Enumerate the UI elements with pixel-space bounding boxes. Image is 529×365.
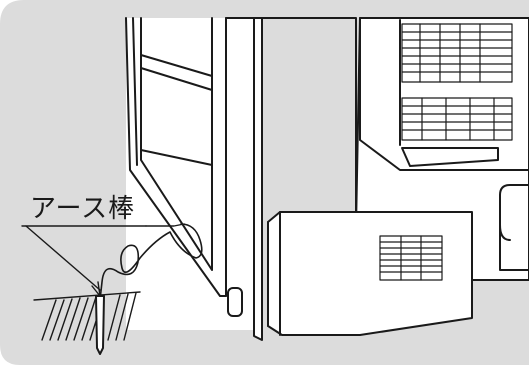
control-box [267,211,473,336]
control-box-vent [379,235,443,281]
upper-vent-grille [401,23,513,83]
cabinet [125,17,263,331]
label-leader-lines [21,223,185,297]
ground-rod [95,295,105,355]
support-column [253,17,357,341]
ground-rod-label: アース棒 [30,194,136,224]
caster [227,287,243,317]
machine-unit [354,17,529,281]
ground-wire [99,223,203,301]
lower-vent-grille [401,97,513,141]
ground-hatching [33,291,141,341]
